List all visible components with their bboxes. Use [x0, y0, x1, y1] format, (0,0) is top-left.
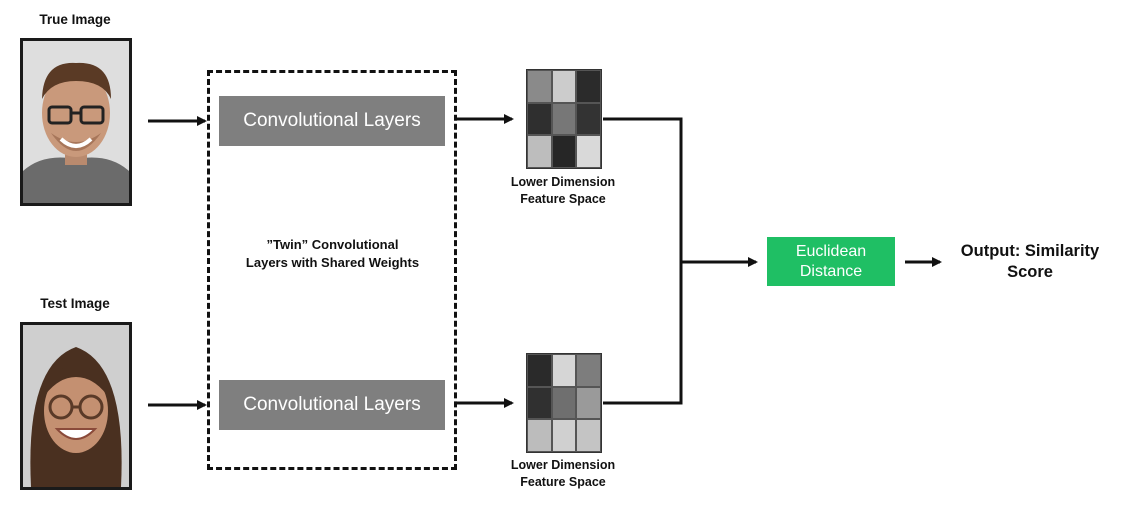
- feature-cell: [527, 102, 552, 136]
- twin-caption: ”Twin” Convolutional Layers with Shared …: [245, 237, 420, 270]
- feature-cell: [576, 354, 601, 387]
- true-image-photo: [20, 38, 132, 206]
- feature-cell: [527, 386, 552, 420]
- feature-cell: [551, 102, 577, 136]
- feature-cell: [551, 386, 577, 420]
- true-image-label: True Image: [39, 12, 111, 27]
- feature-caption-bottom: Lower Dimension Feature Space: [510, 458, 616, 489]
- glasses-right: [79, 105, 105, 125]
- feature-cell: [551, 354, 577, 387]
- feature-merge-line: [603, 117, 683, 405]
- feature-cell: [576, 419, 601, 452]
- output-label: Output: Similarity Score: [960, 242, 1100, 281]
- test-image-label: Test Image: [40, 296, 110, 311]
- conv-layers-bottom: Convolutional Layers: [219, 380, 445, 430]
- feature-cell: [551, 70, 577, 103]
- feature-cell: [527, 70, 552, 103]
- conv-layers-top: Convolutional Layers: [219, 96, 445, 146]
- feature-cell: [527, 135, 552, 168]
- euclidean-distance-box: Euclidean Distance: [767, 237, 895, 286]
- feature-cell: [551, 135, 577, 168]
- feature-cell: [576, 102, 601, 136]
- feature-caption-top: Lower Dimension Feature Space: [510, 175, 616, 206]
- twin-network-box: [207, 70, 457, 470]
- feature-cell: [576, 386, 601, 420]
- feature-cell: [551, 419, 577, 452]
- test-image-photo: [20, 322, 132, 490]
- feature-cell: [527, 354, 552, 387]
- shoulders-shape: [23, 157, 129, 203]
- feature-cell: [576, 70, 601, 103]
- hair-shape: [42, 62, 111, 99]
- feature-grid-bottom: [526, 353, 602, 453]
- glasses-left: [47, 105, 73, 125]
- feature-grid-top: [526, 69, 602, 169]
- feature-cell: [576, 135, 601, 168]
- feature-cell: [527, 419, 552, 452]
